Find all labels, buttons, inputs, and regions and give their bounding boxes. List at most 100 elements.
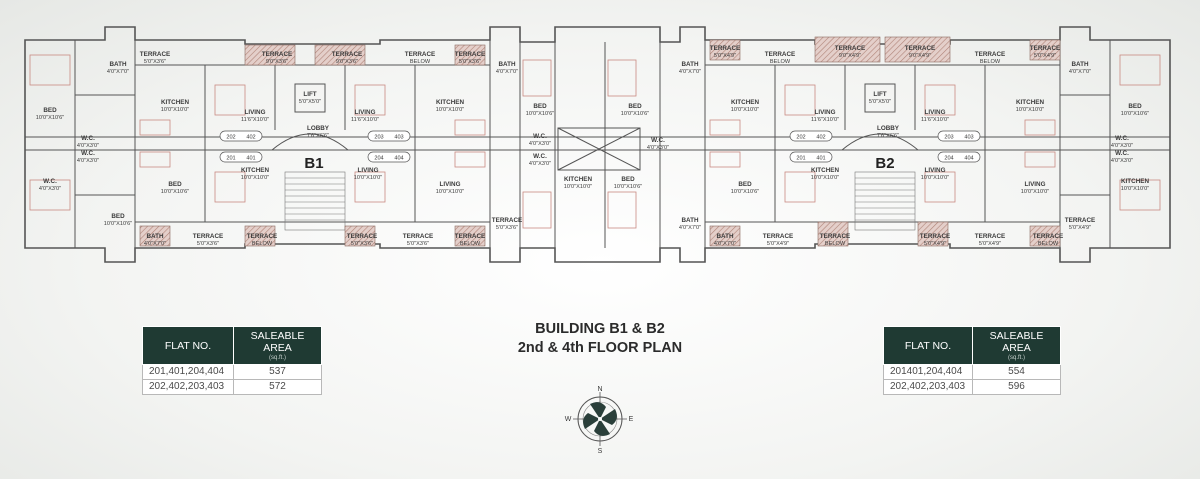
room-dimension: 10'0"X10'6" [1121, 111, 1150, 117]
room-name: BATH [109, 61, 126, 68]
room-name: LIFT [303, 91, 316, 98]
room-name: BED [168, 181, 182, 188]
svg-text:203: 203 [944, 135, 953, 141]
room-name: W.C. [533, 153, 547, 160]
svg-text:404: 404 [394, 156, 403, 162]
room-dimension: 4'0"X3'0" [1111, 143, 1133, 149]
room-dimension: 10'0"X10'0" [436, 107, 465, 113]
room-dimension: 9'0"X4'9" [909, 53, 931, 59]
hatched-terraces [139, 36, 1061, 247]
table-row: 201,401,204,404 537 [142, 364, 322, 380]
room-dimension: 10'0"X10'6" [614, 184, 643, 190]
svg-text:202: 202 [226, 135, 235, 141]
room-dimension: 5'0"X4'9" [924, 241, 946, 247]
room-name: LIVING [925, 109, 946, 116]
flat-tag: 202 402 [789, 130, 833, 142]
compass-e: E [629, 416, 634, 423]
room-name: LIVING [815, 109, 836, 116]
room-name: LOBBY [877, 125, 900, 132]
area-table-b2: FLAT NO. SALEABLE AREA(sq.ft.) 201401,20… [883, 326, 1061, 395]
room-name: TERRACE [975, 51, 1005, 58]
compass-s: S [598, 448, 603, 455]
room-name: TERRACE [347, 233, 377, 240]
room-dimension: 10'0"X10'6" [621, 111, 650, 117]
room-name: W.C. [651, 137, 665, 144]
svg-text:204: 204 [374, 156, 383, 162]
room-name: TERRACE [455, 51, 485, 58]
room-dimension: 4'0"X3'0" [529, 161, 551, 167]
room-name: BATH [146, 233, 163, 240]
table-header-flat: FLAT NO. [142, 326, 234, 365]
room-name: LIVING [440, 181, 461, 188]
svg-text:404: 404 [964, 156, 973, 162]
room-name: KITCHEN [436, 99, 464, 106]
room-dimension: 4'0"X7'0" [679, 69, 701, 75]
room-name: W.C. [81, 135, 95, 142]
table-row: 201401,204,404 554 [883, 364, 1061, 380]
room-name: TERRACE [455, 233, 485, 240]
table-header-area: SALEABLE AREA(sq.ft.) [233, 326, 322, 365]
room-name: BED [738, 181, 752, 188]
room-dimension: 10'0"X10'0" [436, 189, 465, 195]
table-row: 202,402,203,403 572 [142, 379, 322, 395]
room-name: BATH [681, 61, 698, 68]
room-dimension: 9'0"X4'9" [839, 53, 861, 59]
room-name: BATH [498, 61, 515, 68]
room-dimension: 4'0"X7'0" [1069, 69, 1091, 75]
room-dimension: 10'0"X10'0" [354, 175, 383, 181]
room-dimension: 4'0"X3'0" [647, 145, 669, 151]
svg-text:402: 402 [816, 135, 825, 141]
room-name: BED [628, 103, 642, 110]
room-dimension: 5'0"X3'6" [407, 241, 429, 247]
room-dimension: 4'0"X3'0" [1111, 158, 1133, 164]
svg-text:203: 203 [374, 135, 383, 141]
room-name: LOBBY [307, 125, 330, 132]
room-dimension: 9'0"X3'6" [266, 59, 288, 65]
room-dimension: 5'0"X5'0" [869, 99, 891, 105]
room-name: TERRACE [765, 51, 795, 58]
room-name: BED [111, 213, 125, 220]
room-dimension: 5'0"X4'9" [714, 53, 736, 59]
room-dimension: 10'0"X10'0" [161, 107, 190, 113]
room-dimension: BELOW [410, 59, 431, 65]
svg-text:201: 201 [796, 156, 805, 162]
plan-title-line2: 2nd & 4th FLOOR PLAN [517, 340, 683, 356]
room-dimension: 10'0"X10'0" [1021, 189, 1050, 195]
room-dimension: 5'0"X5'0" [299, 99, 321, 105]
flat-tag: 203 403 [937, 130, 981, 142]
room-dimension: 4'0"X3'0" [77, 158, 99, 164]
room-dimension: 4'0"X3'0" [39, 186, 61, 192]
room-dimension: 4'0"X3'0" [77, 143, 99, 149]
room-name: TERRACE [1030, 45, 1060, 52]
room-dimension: 4'0"X7'0" [679, 225, 701, 231]
room-name: KITCHEN [731, 99, 759, 106]
room-name: BED [1128, 103, 1142, 110]
room-dimension: 11'6"X10'0" [921, 117, 949, 123]
building-label-b2: B2 [875, 155, 894, 172]
room-name: TERRACE [403, 233, 433, 240]
flat-numbers: 202,402,203,403 [142, 379, 234, 395]
room-dimension: 10'0"X10'6" [104, 221, 133, 227]
flat-number-tags: 202 402 201 401 203 403 204 404 202 402 … [219, 130, 981, 163]
room-dimension: 10'0"X10'0" [1121, 186, 1150, 192]
room-dimension: 4'0"X3'0" [529, 141, 551, 147]
room-name: W.C. [1115, 135, 1129, 142]
saleable-area: 554 [972, 364, 1061, 380]
room-dimension: 10'0"X10'0" [811, 175, 840, 181]
room-dimension: 7'6"X6'6" [307, 133, 329, 139]
compass-w: W [565, 416, 572, 423]
room-name: W.C. [43, 178, 57, 185]
plan-structure [24, 26, 1171, 263]
room-name: TERRACE [140, 51, 170, 58]
room-name: TERRACE [920, 233, 950, 240]
room-name: KITCHEN [564, 176, 592, 183]
svg-text:201: 201 [226, 156, 235, 162]
room-dimension: 4'0"X7'0" [107, 69, 129, 75]
table-header-area: SALEABLE AREA(sq.ft.) [972, 326, 1061, 365]
room-dimension: 11'6"X10'0" [811, 117, 839, 123]
room-dimension: 10'0"X10'0" [731, 107, 760, 113]
room-dimension: 10'0"X10'0" [1016, 107, 1045, 113]
room-name: TERRACE [1033, 233, 1063, 240]
svg-text:403: 403 [964, 135, 973, 141]
room-dimension: 4'0"X7'0" [496, 69, 518, 75]
